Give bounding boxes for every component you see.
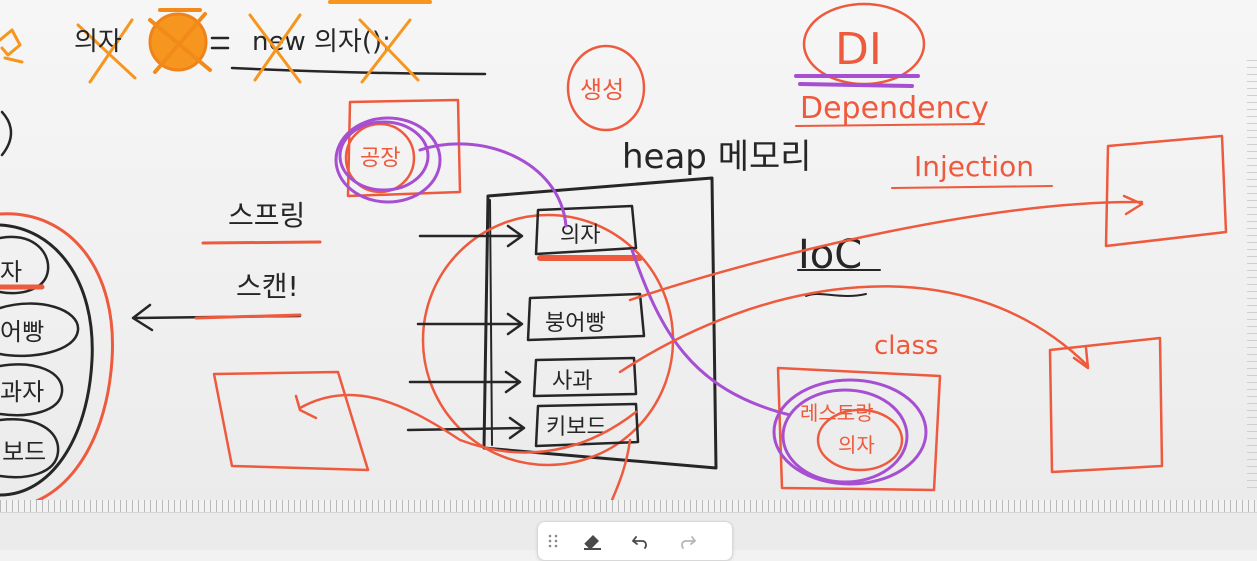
factory-purple-ring-1 bbox=[334, 116, 442, 204]
redo-icon[interactable] bbox=[676, 530, 700, 552]
di-line1: Dependency bbox=[800, 91, 989, 126]
heap-item-box-3 bbox=[532, 356, 638, 398]
heap-item-box-1 bbox=[534, 204, 638, 256]
top-note: 의자 new 의자(); bbox=[0, 0, 487, 84]
class-box: class 레스토랑 의자 bbox=[772, 331, 942, 492]
right-top-arrow-curve bbox=[628, 194, 1144, 302]
heap-box-inner bbox=[489, 199, 493, 446]
class-box-line1: 레스토랑 bbox=[800, 401, 874, 425]
left-list-item-4: 키보드 bbox=[0, 438, 46, 466]
equals-sign bbox=[210, 36, 230, 50]
heap-item-box-4 bbox=[534, 402, 640, 448]
heap-box bbox=[482, 176, 718, 470]
left-list-item-3: 과자 bbox=[0, 378, 44, 406]
left-oval-2 bbox=[0, 302, 80, 358]
heap-arrow-4 bbox=[406, 416, 526, 440]
spring-underline bbox=[201, 240, 322, 245]
lower-left-curve bbox=[294, 393, 638, 454]
di-label: DI Dependency Injection bbox=[794, 2, 1053, 189]
generated-tag: 생성 bbox=[566, 44, 646, 132]
class-box-line2: 의자 bbox=[838, 433, 875, 457]
class-label: class bbox=[874, 331, 939, 361]
ioc-underline bbox=[797, 269, 881, 297]
left-list-group: 자 어빵 과자 키보드 bbox=[0, 110, 302, 500]
generated-label: 생성 bbox=[580, 76, 624, 104]
undo-icon[interactable] bbox=[628, 530, 652, 552]
right-scroll-ruler[interactable] bbox=[1247, 60, 1257, 490]
factory-purple-ring-2 bbox=[338, 120, 430, 192]
whiteboard-canvas[interactable]: 의자 new 의자(); 자 어빵 과자 bbox=[0, 0, 1257, 500]
heap-item-box-2 bbox=[526, 292, 646, 342]
heap-item-3: 사과 bbox=[552, 369, 592, 394]
class-red-ring bbox=[816, 408, 904, 472]
factory-label: 공장 bbox=[360, 146, 400, 171]
di-line1-underline bbox=[795, 123, 985, 127]
top-note-word: 의자 bbox=[74, 27, 122, 57]
bottom-red-stroke bbox=[610, 438, 632, 500]
left-oval-1 bbox=[0, 235, 50, 295]
right-bottom-box bbox=[1048, 336, 1164, 474]
bottom-scroll-ruler[interactable] bbox=[0, 500, 1257, 513]
crossed-word-strike-2 bbox=[248, 13, 420, 84]
factory-box: 공장 bbox=[334, 98, 462, 204]
di-abbr: DI bbox=[835, 24, 882, 75]
factory-to-chair-link bbox=[418, 142, 568, 228]
di-line2-underline bbox=[891, 185, 1053, 189]
crossed-word-strike-1 bbox=[76, 18, 137, 84]
left-oval-4 bbox=[0, 418, 60, 479]
corner-scribble bbox=[0, 28, 24, 64]
scan-label: 스캔! bbox=[236, 270, 299, 303]
grip-dots-icon[interactable] bbox=[546, 530, 560, 552]
top-note-underline bbox=[230, 66, 487, 76]
spring-scan-note: 스프링 스캔! bbox=[194, 199, 322, 320]
whiteboard-drawing[interactable]: 의자 new 의자(); 자 어빵 과자 bbox=[0, 0, 1257, 500]
lower-left-box bbox=[212, 370, 370, 472]
heap-item-2: 붕어빵 bbox=[545, 311, 606, 336]
heap-arrow-3 bbox=[408, 370, 522, 394]
di-line2: Injection bbox=[914, 150, 1034, 183]
heap-arrow-2 bbox=[416, 312, 524, 336]
scan-underline bbox=[194, 313, 302, 320]
class-purple-ring-2 bbox=[781, 388, 909, 484]
left-list-item-2: 어빵 bbox=[0, 318, 44, 346]
right-bottom-arrow-curve bbox=[618, 285, 1090, 374]
heap-arrow-1 bbox=[418, 224, 524, 248]
orange-blob-scribble bbox=[148, 8, 212, 74]
di-purple-underline bbox=[794, 74, 920, 88]
generated-circle bbox=[566, 44, 646, 132]
left-big-circle-black bbox=[0, 223, 94, 497]
factory-square bbox=[346, 98, 462, 198]
left-big-circle-red bbox=[0, 212, 114, 500]
chair-to-restaurant-link bbox=[630, 248, 792, 417]
drawing-toolbar bbox=[537, 521, 733, 561]
heap-title: heap 메모리 bbox=[622, 137, 812, 177]
eraser-icon[interactable] bbox=[580, 530, 604, 552]
factory-red-ring bbox=[344, 122, 416, 194]
spring-label: 스프링 bbox=[228, 199, 305, 232]
class-square bbox=[776, 366, 942, 492]
left-edge-paren bbox=[0, 110, 13, 157]
class-purple-ring-1 bbox=[772, 378, 928, 486]
right-top-box bbox=[1104, 134, 1228, 248]
left-list-item-1: 자 bbox=[0, 258, 22, 286]
left-oval-3 bbox=[0, 363, 64, 417]
heap-memory: heap 메모리 의자 붕어빵 사과 키보드 bbox=[406, 137, 812, 470]
